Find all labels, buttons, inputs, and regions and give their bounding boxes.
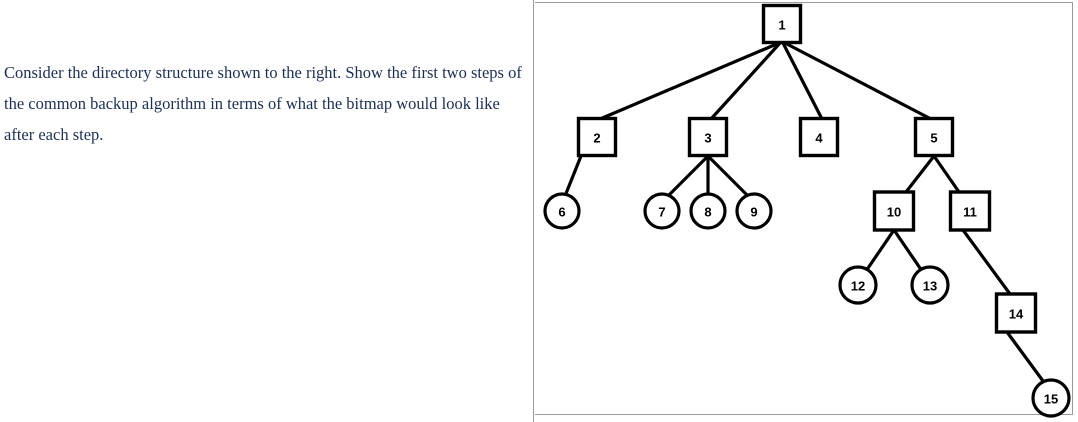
tree-edge-3-to-7 [665,154,710,199]
tree-node-label-2: 2 [593,131,600,146]
tree-edge-3-to-9 [706,154,751,199]
tree-edge-5-to-10 [904,155,936,193]
tree-edge-layer [563,41,1045,382]
tree-node-6[interactable]: 6 [543,192,581,230]
tree-node-15[interactable]: 15 [1031,378,1071,418]
file-node-shape-13 [910,265,950,305]
tree-node-7[interactable]: 7 [643,192,681,230]
tree-edge-14-to-15 [1005,331,1045,382]
directory-node-shape-3 [687,116,729,158]
tree-node-label-6: 6 [558,205,565,220]
question-panel: Consider the directory structure shown t… [0,0,534,422]
tree-node-2[interactable]: 2 [576,116,618,158]
tree-node-label-12: 12 [851,279,865,294]
tree-node-label-15: 15 [1044,392,1058,407]
directory-node-shape-4 [798,116,840,158]
tree-node-label-11: 11 [963,205,977,220]
directory-node-shape-10 [872,190,916,232]
directory-node-shape-14 [994,292,1038,334]
file-node-shape-9 [735,192,773,230]
directory-node-shape-2 [576,116,618,158]
file-node-shape-8 [689,192,727,230]
directory-node-shape-5 [913,116,955,158]
tree-edge-1-to-3 [709,41,782,121]
tree-node-11[interactable]: 11 [948,190,992,232]
tree-edge-1-to-5 [784,41,932,121]
tree-node-13[interactable]: 13 [910,265,950,305]
tree-node-3[interactable]: 3 [687,116,729,158]
tree-node-label-7: 7 [658,205,665,220]
tree-node-8[interactable]: 8 [689,192,727,230]
directory-node-shape-11 [948,190,992,232]
file-node-shape-15 [1031,378,1071,418]
question-text: Consider the directory structure shown t… [4,63,526,144]
tree-node-label-1: 1 [778,18,785,33]
tree-node-5[interactable]: 5 [913,116,955,158]
tree-node-14[interactable]: 14 [994,292,1038,334]
tree-node-10[interactable]: 10 [872,190,916,232]
directory-node-shape-1 [761,3,803,45]
tree-edge-10-to-13 [892,229,924,272]
tree-node-12[interactable]: 12 [838,265,878,305]
tree-node-1[interactable]: 1 [761,3,803,45]
tree-edge-1-to-2 [599,41,780,121]
tree-node-4[interactable]: 4 [798,116,840,158]
tree-edge-10-to-12 [864,229,896,272]
tree-node-label-3: 3 [704,131,711,146]
file-node-shape-6 [543,192,581,230]
tree-node-label-8: 8 [704,205,711,220]
tree-node-9[interactable]: 9 [735,192,773,230]
tree-node-label-9: 9 [750,205,757,220]
file-node-shape-7 [643,192,681,230]
tree-node-label-13: 13 [923,279,937,294]
tree-edge-2-to-6 [563,155,583,197]
file-node-shape-12 [838,265,878,305]
tree-edge-1-to-4 [781,42,824,120]
tree-node-label-10: 10 [887,205,901,220]
tree-node-label-4: 4 [815,131,823,146]
tree-node-label-5: 5 [930,131,937,146]
tree-edge-11-to-14 [961,229,1012,295]
tree-node-label-14: 14 [1009,307,1024,322]
tree-edge-5-to-11 [932,155,961,193]
